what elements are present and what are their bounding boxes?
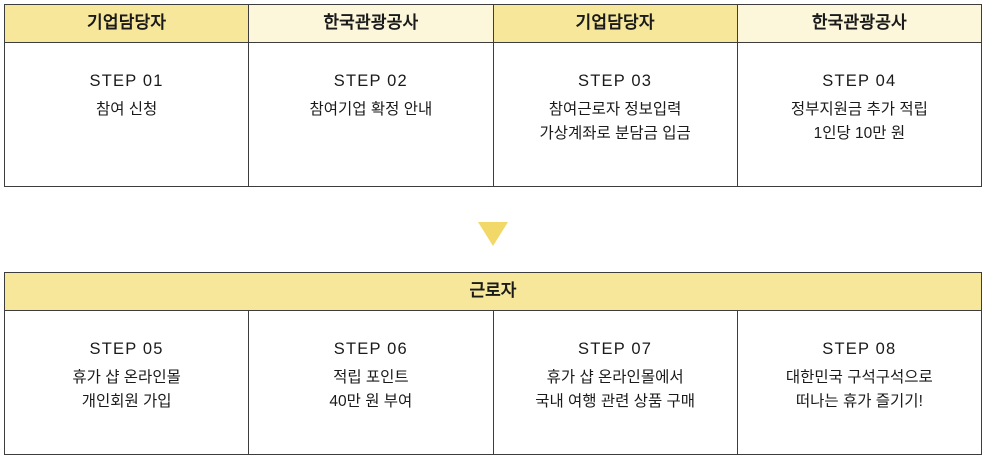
bottom-process-table: 근로자 STEP 05 휴가 샵 온라인몰 개인회원 가입 STEP 06 적립… <box>4 272 982 456</box>
step-desc-08-line-1: 대한민국 구석구석으로 <box>785 368 933 386</box>
step-desc-08: 대한민국 구석구석으로 떠나는 휴가 즐기기! <box>744 366 975 414</box>
step-desc-07: 휴가 샵 온라인몰에서 국내 여행 관련 상품 구매 <box>500 366 731 414</box>
step-desc-06: 적립 포인트 40만 원 부여 <box>255 366 486 414</box>
step-desc-07-line-2: 국내 여행 관련 상품 구매 <box>535 392 696 410</box>
step-desc-04-line-1: 정부지원금 추가 적립 <box>790 100 928 118</box>
step-cell-06: STEP 06 적립 포인트 40만 원 부여 <box>249 311 494 455</box>
step-desc-01: 참여 신청 <box>11 98 242 122</box>
step-desc-03-line-1: 참여근로자 정보입력 <box>548 100 682 118</box>
step-label-06: STEP 06 <box>333 340 408 359</box>
header-cell-3: 기업담당자 <box>493 5 738 44</box>
step-label-07: STEP 07 <box>578 340 653 359</box>
top-header-row: 기업담당자 한국관광공사 기업담당자 한국관광공사 <box>5 5 981 44</box>
step-desc-03-line-2: 가상계좌로 분담금 입금 <box>539 124 691 142</box>
top-body-row: STEP 01 참여 신청 STEP 02 참여기업 확정 안내 STEP 03… <box>5 43 981 187</box>
step-desc-05: 휴가 샵 온라인몰 개인회원 가입 <box>11 366 242 414</box>
step-cell-08: STEP 08 대한민국 구석구석으로 떠나는 휴가 즐기기! <box>737 311 981 455</box>
step-label-01: STEP 01 <box>89 72 164 91</box>
step-desc-08-line-2: 떠나는 휴가 즐기기! <box>795 392 923 410</box>
step-label-03: STEP 03 <box>578 72 653 91</box>
step-label-05: STEP 05 <box>89 340 164 359</box>
step-label-08: STEP 08 <box>822 340 897 359</box>
step-desc-04: 정부지원금 추가 적립 1인당 10만 원 <box>744 98 975 146</box>
top-process-table: 기업담당자 한국관광공사 기업담당자 한국관광공사 STEP 01 참여 신청 … <box>4 4 982 188</box>
bottom-header-worker: 근로자 <box>5 273 981 312</box>
step-cell-05: STEP 05 휴가 샵 온라인몰 개인회원 가입 <box>5 311 250 455</box>
step-label-04: STEP 04 <box>822 72 897 91</box>
step-desc-01-line-1: 참여 신청 <box>95 100 158 118</box>
bottom-body-row: STEP 05 휴가 샵 온라인몰 개인회원 가입 STEP 06 적립 포인트… <box>5 311 981 455</box>
step-cell-01: STEP 01 참여 신청 <box>5 43 250 187</box>
triangle-down-icon <box>478 222 508 246</box>
step-desc-02: 참여기업 확정 안내 <box>255 98 486 122</box>
step-desc-05-line-2: 개인회원 가입 <box>81 392 172 410</box>
flow-arrow-container <box>0 206 986 262</box>
step-cell-07: STEP 07 휴가 샵 온라인몰에서 국내 여행 관련 상품 구매 <box>493 311 738 455</box>
step-desc-06-line-1: 적립 포인트 <box>333 368 409 386</box>
step-desc-05-line-1: 휴가 샵 온라인몰 <box>72 368 181 386</box>
step-desc-07-line-1: 휴가 샵 온라인몰에서 <box>546 368 684 386</box>
header-cell-2: 한국관광공사 <box>249 5 494 44</box>
step-label-02: STEP 02 <box>333 72 408 91</box>
step-desc-03: 참여근로자 정보입력 가상계좌로 분담금 입금 <box>500 98 731 146</box>
step-cell-04: STEP 04 정부지원금 추가 적립 1인당 10만 원 <box>737 43 981 187</box>
step-desc-06-line-2: 40만 원 부여 <box>329 392 413 410</box>
header-cell-1: 기업담당자 <box>5 5 250 44</box>
header-cell-4: 한국관광공사 <box>737 5 981 44</box>
step-desc-02-line-1: 참여기업 확정 안내 <box>309 100 433 118</box>
step-cell-03: STEP 03 참여근로자 정보입력 가상계좌로 분담금 입금 <box>493 43 738 187</box>
step-cell-02: STEP 02 참여기업 확정 안내 <box>249 43 494 187</box>
step-desc-04-line-2: 1인당 10만 원 <box>813 124 906 142</box>
